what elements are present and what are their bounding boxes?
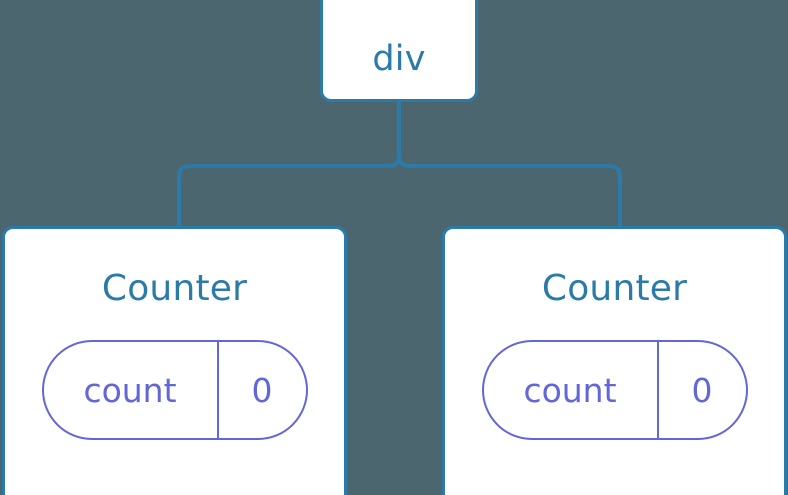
- state-value: 0: [216, 342, 306, 438]
- root-node-label: div: [372, 39, 426, 79]
- node-counter-right[interactable]: Counter count 0: [442, 226, 787, 495]
- state-pill-container: count 0: [445, 340, 784, 440]
- node-counter-left[interactable]: Counter count 0: [2, 226, 347, 495]
- node-root-div[interactable]: div: [320, 0, 478, 102]
- state-key: count: [523, 370, 617, 410]
- connector-branch-left: [177, 145, 401, 226]
- state-key: count: [83, 370, 177, 410]
- counter-title: Counter: [101, 268, 248, 309]
- connector-branch-right: [397, 145, 622, 226]
- state-value: 0: [656, 342, 746, 438]
- state-pill-container: count 0: [5, 340, 344, 440]
- counter-title: Counter: [541, 268, 688, 309]
- state-pill[interactable]: count 0: [481, 340, 748, 440]
- state-pill[interactable]: count 0: [41, 340, 308, 440]
